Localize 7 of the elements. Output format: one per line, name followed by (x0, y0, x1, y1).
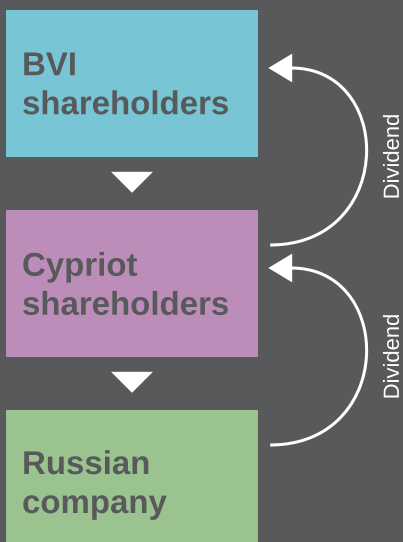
edge-label: Dividend (382, 112, 400, 200)
arrow (111, 172, 153, 193)
arrow (111, 372, 153, 393)
process-box: Cypriot shareholders (6, 210, 258, 357)
process-box: BVI shareholders (6, 10, 258, 157)
process-box: Russian company (6, 410, 258, 542)
edge-label: Dividend (382, 312, 400, 400)
